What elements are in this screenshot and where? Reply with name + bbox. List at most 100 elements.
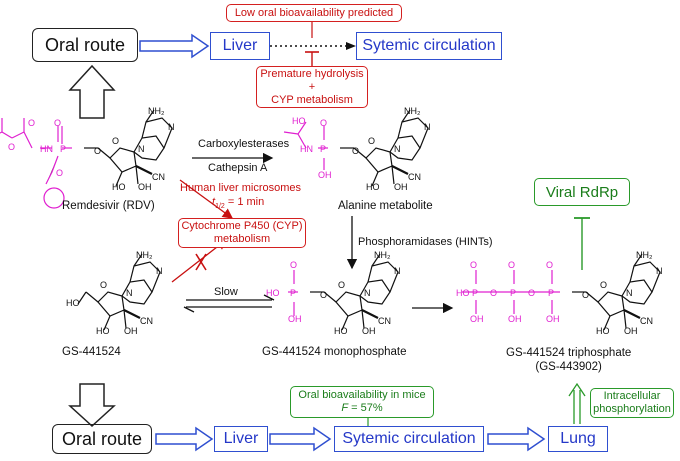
svg-text:HO: HO	[334, 326, 348, 336]
systemic-top-box: Sytemic circulation	[356, 32, 502, 60]
compound-gs441524: GS-441524	[62, 346, 121, 358]
svg-text:P: P	[510, 288, 516, 298]
svg-text:O: O	[54, 118, 61, 128]
svg-text:HN: HN	[40, 144, 53, 154]
svg-text:P: P	[320, 144, 326, 154]
svg-text:O: O	[56, 168, 63, 178]
cyp-line-1: Cytochrome P450 (CYP)	[181, 220, 303, 232]
f-value: = 57%	[348, 402, 383, 414]
intracellular-line-1: Intracellular	[603, 390, 661, 402]
svg-text:CN: CN	[152, 172, 165, 182]
svg-text:P: P	[472, 288, 478, 298]
label-slow: Slow	[214, 286, 238, 298]
svg-text:O: O	[320, 118, 327, 128]
premature-hydrolysis-box: Premature hydrolysis + CYP metabolism	[256, 66, 368, 108]
svg-text:O: O	[320, 290, 327, 300]
intracellular-phosphorylation-box: Intracellular phosphorylation	[590, 388, 674, 418]
svg-text:OH: OH	[362, 326, 376, 336]
label-cathepsin: Cathepsin A	[208, 162, 268, 174]
t-symbol: t	[212, 196, 216, 208]
svg-text:OH: OH	[318, 170, 332, 180]
svg-text:OH: OH	[138, 182, 152, 192]
svg-text:CN: CN	[140, 316, 153, 326]
svg-text:CN: CN	[408, 172, 421, 182]
svg-text:O: O	[8, 142, 15, 152]
svg-text:O: O	[290, 260, 297, 270]
oral-route-bottom-box: Oral route	[52, 424, 152, 454]
svg-text:O: O	[528, 288, 535, 298]
svg-text:O: O	[546, 260, 553, 270]
svg-text:OH: OH	[124, 326, 138, 336]
svg-text:N: N	[364, 288, 371, 298]
liver-top-box: Liver	[210, 32, 270, 60]
oral-bioavailability-mice-box: Oral bioavailability in mice F = 57%	[290, 386, 434, 418]
svg-text:OH: OH	[624, 326, 638, 336]
svg-text:N: N	[424, 122, 431, 132]
oral-bio-line-2: F = 57%	[341, 402, 382, 415]
premature-line-1: Premature hydrolysis	[260, 67, 364, 80]
svg-text:OH: OH	[546, 314, 560, 324]
triphosphate-line-2: (GS-443902)	[535, 361, 602, 373]
svg-text:O: O	[470, 260, 477, 270]
oral-route-top-box: Oral route	[32, 28, 138, 62]
svg-text:N: N	[126, 288, 133, 298]
svg-text:N: N	[156, 266, 163, 276]
cyp-line-2: metabolism	[213, 233, 271, 245]
svg-text:NH₂: NH₂	[374, 250, 391, 260]
svg-text:NH₂: NH₂	[136, 250, 153, 260]
t-value: = 1 min	[224, 196, 265, 208]
svg-text:O: O	[338, 280, 345, 290]
f-symbol: F	[341, 402, 349, 414]
svg-text:P: P	[60, 144, 66, 154]
svg-text:O: O	[352, 146, 359, 156]
svg-text:O: O	[368, 136, 375, 146]
cyp-metabolism-box: Cytochrome P450 (CYP) metabolism	[178, 218, 306, 248]
svg-text:OH: OH	[470, 314, 484, 324]
svg-text:N: N	[138, 144, 145, 154]
svg-text:OH: OH	[508, 314, 522, 324]
svg-text:HO: HO	[112, 182, 126, 192]
svg-text:O: O	[582, 290, 589, 300]
svg-text:O: O	[28, 118, 35, 128]
premature-line-2: +	[308, 80, 316, 93]
svg-text:NH₂: NH₂	[404, 106, 421, 116]
svg-text:N: N	[626, 288, 633, 298]
svg-text:HO: HO	[96, 326, 110, 336]
low-oral-bioavailability-box: Low oral bioavailability predicted	[226, 4, 402, 22]
lung-box: Lung	[548, 426, 608, 452]
svg-text:N: N	[168, 122, 175, 132]
label-t-half: t1/2 = 1 min	[212, 196, 264, 210]
svg-text:P: P	[548, 288, 554, 298]
svg-text:HO: HO	[456, 288, 470, 298]
t-sub: 1/2	[215, 203, 225, 211]
systemic-bottom-box: Sytemic circulation	[334, 426, 484, 452]
svg-text:N: N	[394, 144, 401, 154]
svg-text:O: O	[100, 280, 107, 290]
compound-triphosphate: GS-441524 triphosphate (GS-443902)	[506, 346, 631, 374]
svg-text:HO: HO	[292, 116, 306, 126]
label-phosphoramidases: Phosphoramidases (HINTs)	[358, 236, 493, 248]
svg-text:HO: HO	[366, 182, 380, 192]
svg-text:HO: HO	[596, 326, 610, 336]
svg-text:P: P	[290, 288, 296, 298]
svg-text:OH: OH	[288, 314, 302, 324]
svg-text:HO: HO	[66, 298, 80, 308]
svg-text:O: O	[508, 260, 515, 270]
oral-bio-line-1: Oral bioavailability in mice	[298, 389, 426, 401]
compound-monophosphate: GS-441524 monophosphate	[262, 346, 407, 358]
viral-rdrp-box: Viral RdRp	[534, 178, 630, 206]
svg-text:N: N	[656, 266, 663, 276]
svg-text:N: N	[394, 266, 401, 276]
intracellular-line-2: phosphorylation	[593, 403, 671, 415]
svg-text:O: O	[94, 146, 101, 156]
svg-text:O: O	[112, 136, 119, 146]
svg-text:NH₂: NH₂	[636, 250, 653, 260]
liver-bottom-box: Liver	[214, 426, 268, 452]
svg-text:O: O	[600, 280, 607, 290]
premature-line-3: CYP metabolism	[271, 93, 353, 106]
svg-text:HN: HN	[300, 144, 313, 154]
triphosphate-line-1: GS-441524 triphosphate	[506, 347, 632, 359]
compound-alanine: Alanine metabolite	[338, 200, 433, 212]
svg-text:CN: CN	[640, 316, 653, 326]
svg-text:CN: CN	[378, 316, 391, 326]
